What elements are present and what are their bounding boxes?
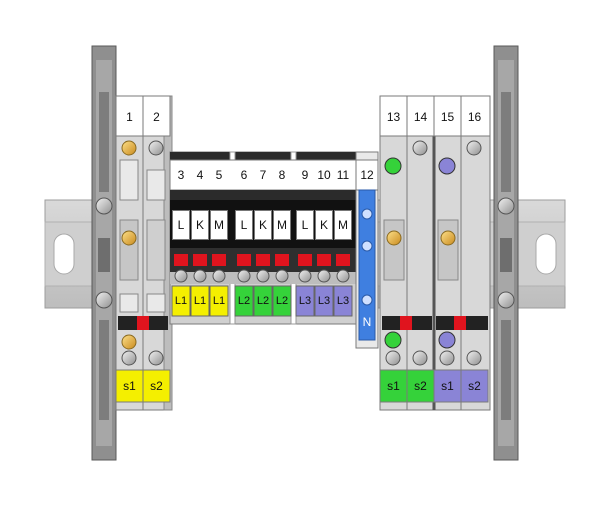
terminal-letter-8: M <box>273 210 291 240</box>
terminal-number-8: 8 <box>278 168 286 182</box>
terminal-number-14: 14 <box>413 110 428 124</box>
terminal-letter-10: K <box>315 210 333 240</box>
terminal-number-11: 11 <box>336 168 350 182</box>
right-bottom-label-s1-a: s1 <box>387 379 400 393</box>
terminal-number-9: 9 <box>301 168 309 182</box>
phase-color-block <box>253 285 273 317</box>
right-bottom-label-s2-a: s2 <box>414 379 427 393</box>
terminal-letter-6: L <box>235 210 253 240</box>
indicator-red <box>317 254 331 266</box>
phase-label-l2-c: L2 <box>275 295 289 307</box>
screw-icon <box>256 269 270 283</box>
phase-label-l3-c: L3 <box>336 295 350 307</box>
phase-color-block <box>171 285 191 317</box>
screw-icon <box>336 269 350 283</box>
indicator-red <box>193 254 207 266</box>
phase-color-block <box>314 285 334 317</box>
indicator-red <box>298 254 312 266</box>
indicator-red <box>336 254 350 266</box>
indicator-red <box>256 254 270 266</box>
phase-color-block <box>272 285 292 317</box>
right-bottom-label-s2-b: s2 <box>468 379 481 393</box>
left-end-bracket <box>91 45 117 461</box>
phase-label-l2-b: L2 <box>256 295 270 307</box>
indicator-red <box>237 254 251 266</box>
terminal-number-10: 10 <box>317 168 331 182</box>
terminal-number-2: 2 <box>153 110 160 124</box>
indicator-red <box>212 254 226 266</box>
terminal-number-6: 6 <box>240 168 248 182</box>
neutral-terminal <box>355 151 379 349</box>
left-bottom-label-s1: s1 <box>123 379 136 393</box>
terminal-number-1: 1 <box>126 110 133 124</box>
terminal-number-12: 12 <box>360 168 374 182</box>
terminal-number-5: 5 <box>215 168 223 182</box>
phase-label-l1-c: L1 <box>212 295 226 307</box>
terminal-number-4: 4 <box>196 168 204 182</box>
terminal-letter-11: M <box>334 210 352 240</box>
terminal-letter-9: L <box>296 210 314 240</box>
terminal-number-13: 13 <box>386 110 401 124</box>
terminal-number-15: 15 <box>440 110 455 124</box>
terminal-letter-5: M <box>210 210 228 240</box>
screw-icon <box>237 269 251 283</box>
phase-color-block <box>333 285 353 317</box>
phase-label-l3-b: L3 <box>317 295 331 307</box>
screw-icon <box>317 269 331 283</box>
terminal-letter-7: K <box>254 210 272 240</box>
screw-icon <box>275 269 289 283</box>
screw-icon <box>174 269 188 283</box>
terminal-letter-3: L <box>172 210 190 240</box>
phase-color-block <box>190 285 210 317</box>
screw-icon <box>298 269 312 283</box>
screw-icon <box>212 269 226 283</box>
neutral-label: N <box>362 315 372 329</box>
phase-color-block <box>209 285 229 317</box>
phase-color-block <box>295 285 315 317</box>
phase-label-l1-a: L1 <box>174 295 188 307</box>
right-end-bracket <box>493 45 519 461</box>
screw-icon <box>193 269 207 283</box>
indicator-red <box>174 254 188 266</box>
left-bottom-label-s2: s2 <box>150 379 163 393</box>
phase-label-l3-a: L3 <box>298 295 312 307</box>
terminal-number-3: 3 <box>177 168 185 182</box>
indicator-red <box>275 254 289 266</box>
phase-color-block <box>234 285 254 317</box>
phase-label-l2-a: L2 <box>237 295 251 307</box>
right-bottom-label-s1-b: s1 <box>441 379 454 393</box>
terminal-letter-4: K <box>191 210 209 240</box>
left-terminal-group <box>115 95 173 411</box>
terminal-number-16: 16 <box>467 110 482 124</box>
phase-label-l1-b: L1 <box>193 295 207 307</box>
terminal-number-7: 7 <box>259 168 267 182</box>
right-terminal-group <box>379 95 491 411</box>
